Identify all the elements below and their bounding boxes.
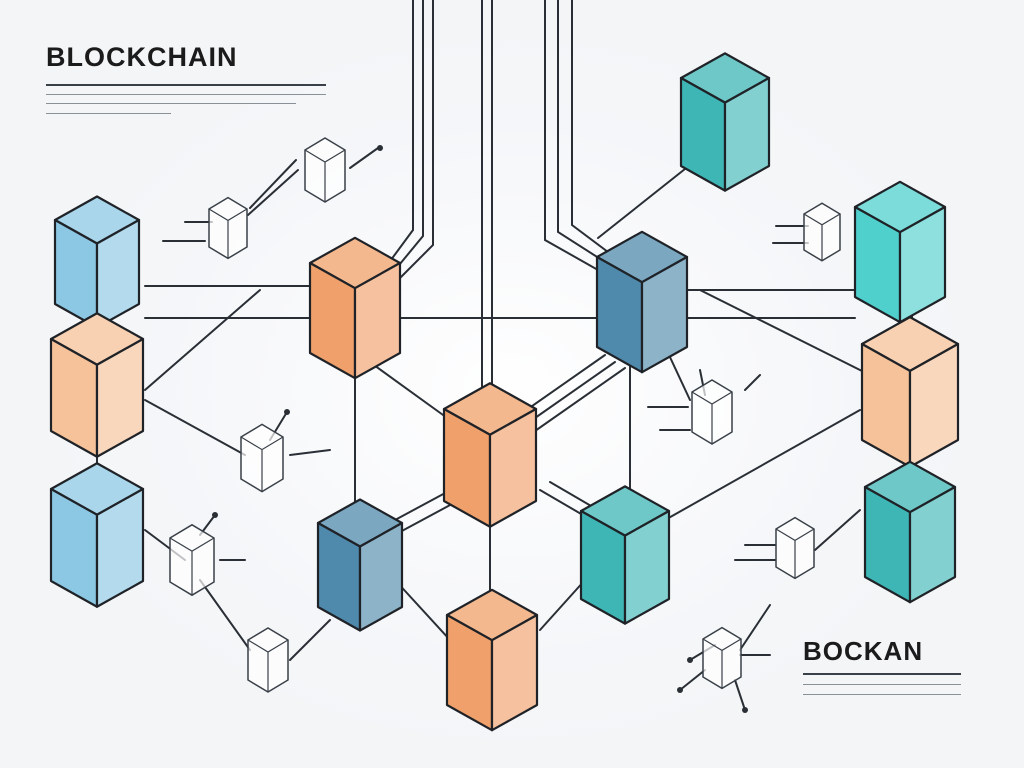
title-underline [46, 94, 326, 95]
small-node-icon [208, 196, 248, 260]
cube-icon [445, 588, 539, 732]
small-node-icon [169, 523, 215, 597]
title-label-top-left: BLOCKCHAIN [46, 42, 238, 72]
small-node-icon [240, 423, 284, 493]
cube-icon [860, 316, 960, 468]
small-node-icon [691, 379, 733, 445]
cube-icon [863, 460, 957, 604]
cube-icon [595, 230, 689, 374]
cube-icon [49, 462, 145, 608]
label-underline [803, 684, 961, 685]
title-underline [46, 113, 171, 114]
label-underline [803, 673, 961, 675]
block-cubes [49, 52, 960, 732]
title-underline [46, 103, 296, 104]
title-label-bottom-right: BOCKAN [803, 636, 924, 666]
cube-icon [49, 312, 145, 458]
connection-lines [96, 0, 913, 711]
title-underline [46, 84, 326, 86]
small-node-icon [304, 137, 346, 203]
small-nodes [169, 137, 841, 693]
small-node-icon [775, 516, 815, 580]
label-underline [803, 694, 961, 695]
node-dots [212, 145, 748, 713]
cube-icon [308, 236, 402, 380]
cube-icon [442, 382, 538, 528]
small-node-icon [803, 202, 841, 262]
cube-icon [316, 498, 404, 632]
cube-icon [853, 180, 947, 324]
small-node-icon [702, 626, 742, 690]
cube-icon [53, 195, 141, 329]
cube-icon [679, 52, 771, 192]
small-node-icon [247, 627, 289, 693]
cube-icon [579, 485, 671, 625]
